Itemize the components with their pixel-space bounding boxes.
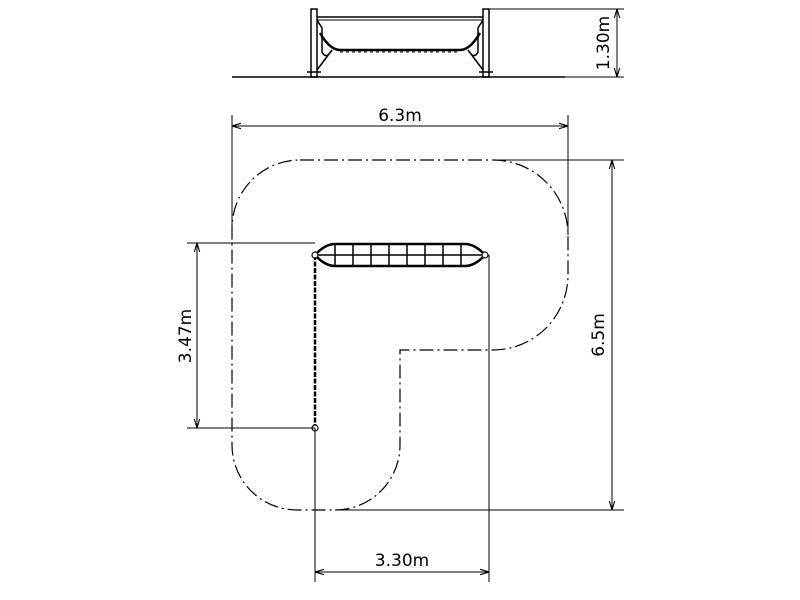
safety-zone-outline — [231, 159, 569, 511]
top-net — [314, 242, 486, 268]
corner-post-node — [311, 251, 319, 259]
left-leg-label: 3.47m — [176, 309, 196, 363]
left-post — [310, 8, 318, 78]
side-elevation-view: 1.30m — [232, 8, 624, 78]
total-width-label: 6.3m — [378, 106, 422, 126]
side-net — [318, 32, 482, 52]
right-brace — [467, 19, 484, 71]
total-depth-label: 6.5m — [589, 313, 609, 357]
plan-view: 6.3m 6.5m 3.47m 3.30m — [176, 106, 624, 582]
side-height-label: 1.30m — [594, 16, 614, 70]
left-brace — [316, 19, 333, 71]
right-post — [482, 8, 490, 78]
bottom-width-label: 3.30m — [375, 551, 429, 571]
right-post-node — [481, 251, 489, 259]
